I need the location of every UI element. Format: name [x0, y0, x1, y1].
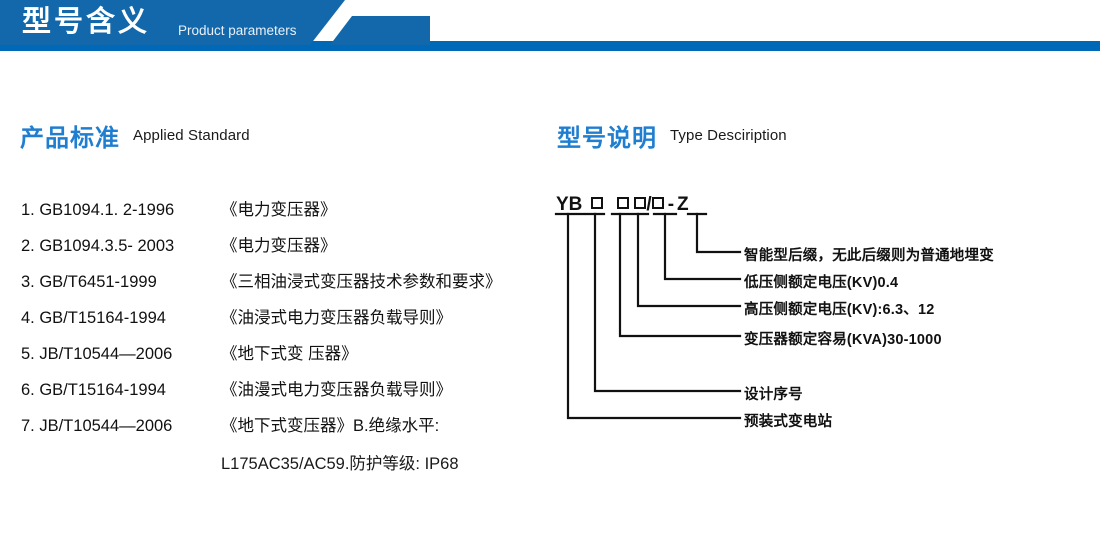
- standard-code: 7. JB/T10544—2006: [21, 417, 173, 435]
- section-heading-cn: 产品标准: [20, 125, 120, 152]
- leader-line-5: [593, 212, 742, 393]
- section-heading-cn: 型号说明: [557, 125, 657, 152]
- standard-code: 2. GB1094.3.5- 2003: [21, 237, 175, 255]
- section-heading-en: Applied Standard: [133, 127, 250, 144]
- list-item: 7. JB/T10544—2006 《地下式变压器》B.绝缘水平:: [21, 408, 541, 444]
- standards-list: 1. GB1094.1. 2-1996 《电力变压器》 2. GB1094.3.5…: [21, 192, 541, 484]
- callout-label-smart-suffix: 智能型后缀，无此后缀则为普通地埋变: [744, 248, 994, 264]
- type-code-box-2: [617, 197, 630, 209]
- section-heading-applied-standard: 产品标准 Applied Standard: [20, 118, 250, 153]
- type-code-suffix: Z: [677, 194, 689, 215]
- standard-name: 《电力变压器》: [221, 201, 337, 219]
- callout-label-rated-capacity: 变压器额定容易(KVA)30-1000: [744, 332, 942, 348]
- leader-line-3: [636, 212, 742, 308]
- type-code-prefix: YB: [556, 194, 583, 215]
- standard-code: 1. GB1094.1. 2-1996: [21, 201, 175, 219]
- callout-label-prefab-substation: 预装式变电站: [744, 414, 833, 430]
- standard-name: 《三相油浸式变压器技术参数和要求》: [221, 273, 502, 291]
- leader-line-2: [663, 212, 742, 281]
- standard-continuation-line: L175AC35/AC59.防护等级: IP68: [221, 455, 459, 473]
- list-item: 2. GB1094.3.5- 2003 《电力变压器》: [21, 228, 541, 264]
- header-blue-shape: [0, 0, 345, 45]
- callout-label-hv-rated-voltage: 高压侧额定电压(KV):6.3、12: [744, 302, 935, 318]
- type-code-box-1: [591, 197, 604, 209]
- list-item: 6. GB/T15164-1994 《油漫式电力变压器负载导则》: [21, 372, 541, 408]
- standard-code: 3. GB/T6451-1999: [21, 273, 157, 291]
- standard-code: 5. JB/T10544—2006: [21, 345, 173, 363]
- page-title: 型号含义: [22, 6, 151, 38]
- list-item: 4. GB/T15164-1994 《油浸式电力变压器负载导则》: [21, 300, 541, 336]
- standard-name: 《地下式变压器》B.绝缘水平:: [221, 417, 440, 435]
- list-item: 1. GB1094.1. 2-1996 《电力变压器》: [21, 192, 541, 228]
- standard-name: 《油浸式电力变压器负载导则》: [221, 309, 452, 327]
- page-header-banner: 型号含义 Product parameters: [0, 0, 1100, 56]
- list-item: 5. JB/T10544—2006 《地下式变 压器》: [21, 336, 541, 372]
- callout-label-lv-rated-voltage: 低压侧额定电压(KV)0.4: [744, 275, 899, 291]
- standard-name: 《油漫式电力变压器负载导则》: [221, 381, 452, 399]
- type-code-box-4: [651, 197, 664, 209]
- section-heading-type-description: 型号说明 Type Desciription: [557, 118, 787, 153]
- list-item: 3. GB/T6451-1999 《三相油浸式变压器技术参数和要求》: [21, 264, 541, 300]
- leader-line-6: [566, 212, 742, 420]
- leader-line-4: [618, 212, 742, 338]
- type-code-slash: /: [646, 194, 652, 215]
- section-heading-en: Type Desciription: [670, 127, 787, 144]
- header-chevron-shape: [330, 16, 430, 45]
- type-code-box-3: [634, 197, 647, 209]
- standard-name: 《电力变压器》: [221, 237, 337, 255]
- callout-label-design-serial: 设计序号: [744, 387, 803, 403]
- type-code-string: YB /-Z: [556, 194, 689, 216]
- standard-name: 《地下式变 压器》: [221, 345, 358, 363]
- type-code-dash: -: [667, 194, 675, 215]
- header-accent-bar: [0, 41, 1100, 51]
- leader-line-1: [695, 212, 742, 254]
- standard-code: 4. GB/T15164-1994: [21, 309, 166, 327]
- standard-code: 6. GB/T15164-1994: [21, 381, 166, 399]
- page-subtitle: Product parameters: [178, 23, 297, 38]
